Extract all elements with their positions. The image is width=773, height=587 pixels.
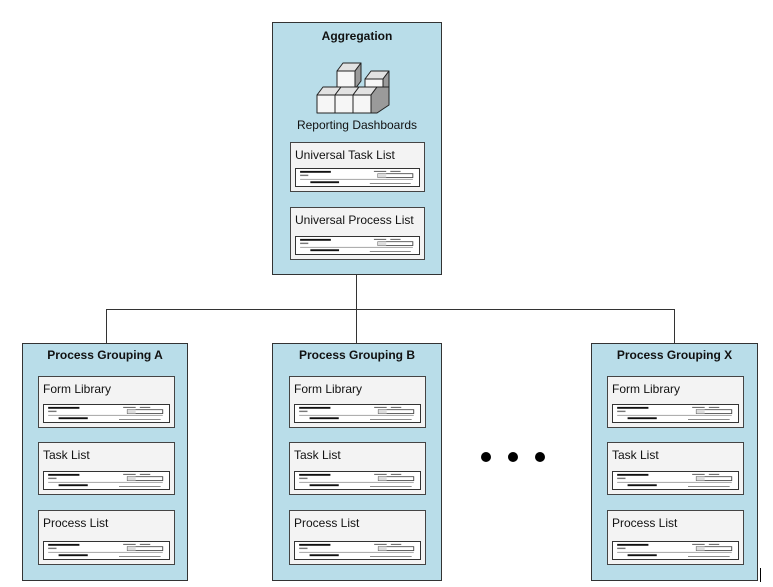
- process-list-card: Process List: [38, 510, 175, 565]
- form-thumbnail: [43, 404, 170, 423]
- more-groupings-ellipsis: [481, 452, 545, 462]
- card-label: Task List: [294, 448, 341, 462]
- group-title: Process Grouping X: [616, 348, 733, 362]
- process-grouping-x-box: Process Grouping X Form Library Task Lis…: [591, 343, 758, 581]
- connector-horizontal: [106, 309, 675, 310]
- connector-branch-a: [106, 309, 107, 343]
- form-thumbnail: [43, 471, 170, 490]
- card-label: Universal Task List: [295, 148, 395, 162]
- universal-process-list-card: Universal Process List: [290, 207, 425, 260]
- card-label: Form Library: [612, 382, 681, 396]
- form-thumbnail: [612, 404, 739, 423]
- form-thumbnail: [295, 168, 420, 187]
- card-label: Process List: [612, 516, 678, 530]
- ellipsis-dot: [508, 452, 518, 462]
- process-grouping-a-box: Process Grouping A Form Library Task Lis…: [22, 343, 188, 581]
- form-thumbnail: [294, 404, 421, 423]
- task-list-card: Task List: [38, 442, 175, 495]
- aggregation-title: Aggregation: [321, 29, 393, 43]
- aggregation-box: Aggregation Reporting Dashboards Univers…: [272, 22, 442, 275]
- ellipsis-dot: [481, 452, 491, 462]
- task-list-card: Task List: [289, 442, 426, 495]
- form-thumbnail: [612, 541, 739, 560]
- form-thumbnail: [295, 236, 420, 255]
- process-list-card: Process List: [289, 510, 426, 565]
- form-library-card: Form Library: [607, 376, 744, 428]
- task-list-card: Task List: [607, 442, 744, 495]
- group-title: Process Grouping B: [298, 348, 416, 362]
- card-label: Process List: [294, 516, 360, 530]
- process-list-card: Process List: [607, 510, 744, 565]
- reporting-dashboards-caption: Reporting Dashboards: [296, 118, 418, 132]
- form-library-card: Form Library: [38, 376, 175, 428]
- connector-branch-b: [356, 309, 357, 343]
- card-label: Form Library: [43, 382, 112, 396]
- process-grouping-b-box: Process Grouping B Form Library Task Lis…: [272, 343, 442, 581]
- form-thumbnail: [612, 471, 739, 490]
- group-title: Process Grouping A: [47, 348, 163, 362]
- form-thumbnail: [294, 541, 421, 560]
- form-library-card: Form Library: [289, 376, 426, 428]
- card-label: Task List: [612, 448, 659, 462]
- card-label: Task List: [43, 448, 90, 462]
- connector-trunk: [356, 275, 357, 309]
- connector-branch-x: [674, 309, 675, 343]
- card-label: Universal Process List: [295, 213, 414, 227]
- form-thumbnail: [294, 471, 421, 490]
- ellipsis-dot: [535, 452, 545, 462]
- stacked-cubes-icon: [316, 62, 390, 114]
- edge-mark: [760, 568, 761, 582]
- universal-task-list-card: Universal Task List: [290, 142, 425, 192]
- form-thumbnail: [43, 541, 170, 560]
- card-label: Form Library: [294, 382, 363, 396]
- card-label: Process List: [43, 516, 109, 530]
